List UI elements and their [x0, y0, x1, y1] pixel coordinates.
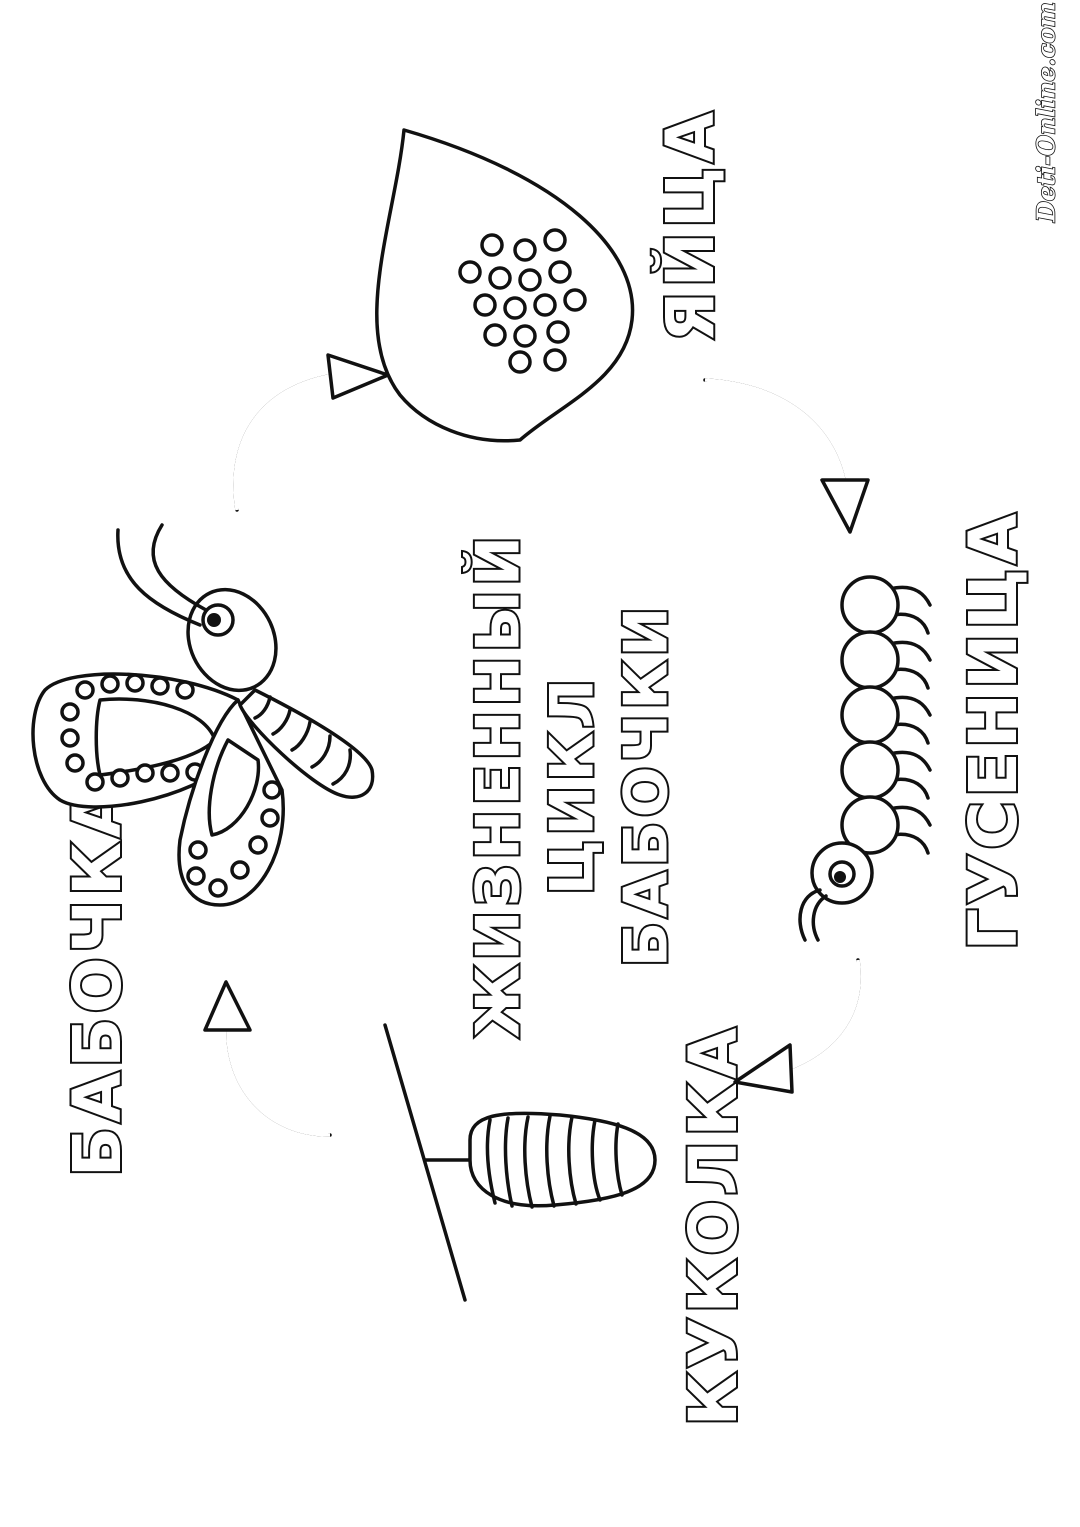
wing-dot: [60, 728, 80, 748]
wing-dot: [260, 808, 280, 828]
caterpillar-leg: [888, 695, 932, 717]
egg: [513, 238, 537, 262]
egg: [533, 293, 557, 317]
butterfly-icon: [31, 523, 375, 907]
caterpillar-leg: [890, 722, 930, 745]
label-eggs: ЯЙЦА: [651, 108, 729, 342]
caterpillar-leg: [888, 585, 932, 607]
egg: [546, 320, 570, 344]
egg: [543, 348, 567, 372]
chrysalis-icon: [383, 1023, 657, 1302]
title-line-3: БАБОЧКИ: [612, 603, 682, 968]
caterpillar-leg: [888, 750, 932, 772]
wing-dot: [60, 702, 80, 722]
wing-dot: [175, 680, 195, 700]
wing-dot: [230, 860, 250, 880]
arrow-eggs-to-caterpillar: [703, 378, 870, 534]
arrow-caterpillar-to-pupa: [733, 958, 861, 1094]
egg: [508, 350, 532, 374]
wing-dot: [110, 768, 130, 788]
egg: [548, 260, 572, 284]
caterpillar-segment: [840, 685, 900, 745]
egg: [488, 266, 512, 290]
wing-dot: [188, 840, 208, 860]
wing-dot: [262, 780, 282, 800]
label-pupa: КУКОЛКА: [675, 1024, 752, 1427]
wing-dot: [65, 753, 85, 773]
egg: [513, 324, 537, 348]
arrow-butterfly-to-eggs: [233, 353, 390, 512]
caterpillar-leg: [890, 832, 930, 855]
wing-dot: [125, 673, 145, 693]
label-butterfly: БАБОЧКА: [59, 783, 136, 1177]
egg: [473, 293, 497, 317]
wing-dot: [150, 676, 170, 696]
caterpillar-segment: [840, 575, 900, 635]
caterpillar-leg: [890, 667, 930, 690]
caterpillar-leg: [890, 777, 930, 800]
arrow-pupa-to-butterfly: [203, 980, 332, 1137]
wing-dot: [208, 878, 228, 898]
diagram-title: ЖИЗНЕННЫЙ ЦИКЛ БАБОЧКИ: [460, 530, 684, 1040]
caterpillar-leg: [888, 640, 932, 662]
caterpillar-segment: [840, 630, 900, 690]
egg: [518, 268, 542, 292]
egg: [480, 233, 504, 257]
label-caterpillar: ГУСЕНИЦА: [955, 509, 1032, 950]
caterpillar-leg: [888, 805, 932, 827]
wing-dot: [75, 680, 95, 700]
egg: [458, 260, 482, 284]
wing-dot: [100, 674, 120, 694]
title-line-1: ЖИЗНЕННЫЙ: [462, 532, 534, 1038]
leaf-with-eggs-icon: [375, 128, 635, 443]
wing-dot: [186, 866, 206, 886]
wing-dot: [135, 763, 155, 783]
egg: [543, 228, 567, 252]
egg: [483, 323, 507, 347]
caterpillar-segment: [840, 740, 900, 800]
wing-dot: [248, 835, 268, 855]
watermark: Deti-Online.com: [1032, 2, 1061, 223]
egg: [563, 288, 587, 312]
egg: [503, 296, 527, 320]
caterpillar-leg: [890, 612, 930, 635]
wing-dot: [160, 763, 180, 783]
title-line-2: ЦИКЛ: [538, 675, 608, 896]
wing-dot: [85, 772, 105, 792]
caterpillar-icon: [798, 575, 932, 942]
caterpillar-segment: [840, 795, 900, 855]
